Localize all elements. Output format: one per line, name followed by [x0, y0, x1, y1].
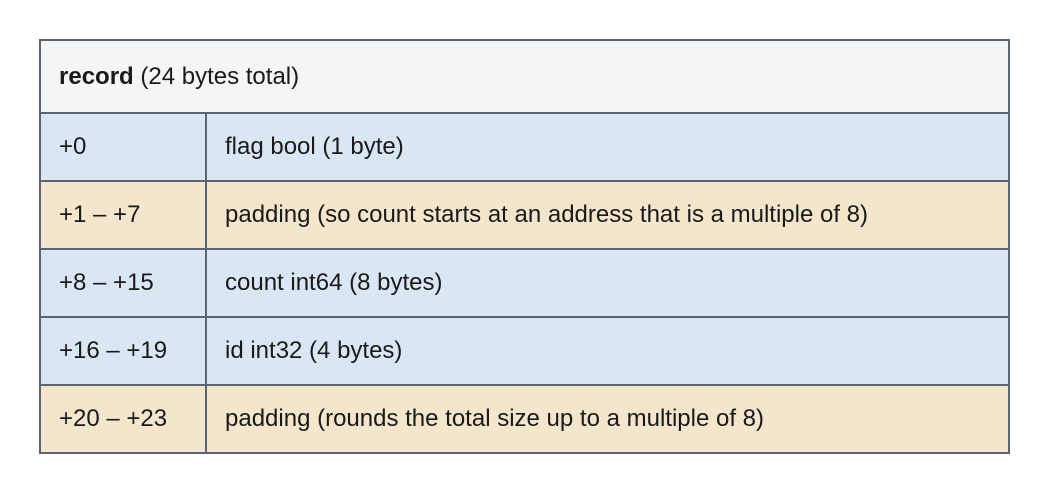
layout-row-padding-2: +20 – +23 padding (rounds the total size…: [39, 384, 1010, 454]
struct-name: record: [59, 62, 134, 90]
byte-offset: +20 – +23: [39, 384, 207, 454]
field-description: padding (rounds the total size up to a m…: [205, 384, 1010, 454]
layout-row-count: +8 – +15 count int64 (8 bytes): [39, 248, 1010, 318]
struct-header: record (24 bytes total): [39, 39, 1010, 114]
byte-offset: +1 – +7: [39, 180, 207, 250]
struct-layout-table: record (24 bytes total) +0 flag bool (1 …: [39, 39, 1010, 454]
layout-row-id: +16 – +19 id int32 (4 bytes): [39, 316, 1010, 386]
field-description: count int64 (8 bytes): [205, 248, 1010, 318]
field-description: id int32 (4 bytes): [205, 316, 1010, 386]
layout-row-flag: +0 flag bool (1 byte): [39, 112, 1010, 182]
struct-header-row: record (24 bytes total): [39, 39, 1010, 114]
field-description: flag bool (1 byte): [205, 112, 1010, 182]
byte-offset: +16 – +19: [39, 316, 207, 386]
byte-offset: +0: [39, 112, 207, 182]
layout-row-padding-1: +1 – +7 padding (so count starts at an a…: [39, 180, 1010, 250]
field-description: padding (so count starts at an address t…: [205, 180, 1010, 250]
byte-offset: +8 – +15: [39, 248, 207, 318]
struct-size-note: (24 bytes total): [140, 62, 300, 90]
